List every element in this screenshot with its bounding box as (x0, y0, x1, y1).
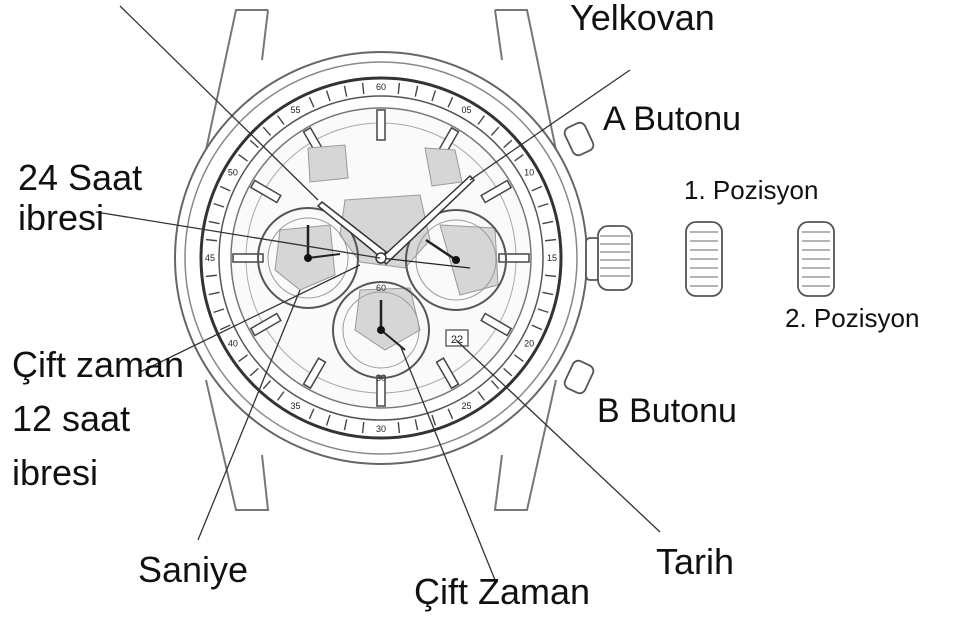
label-dual-time-12h-line-1: Çift zaman (12, 338, 184, 392)
bezel-number: 40 (228, 339, 238, 349)
crown-position-0 (586, 226, 632, 290)
label-second-hand: Saniye (138, 550, 248, 590)
label-24h-hand-line-2: ibresi (18, 198, 142, 238)
label-24h-hand: 24 Saat ibresi (18, 158, 142, 239)
button-b-pusher (563, 359, 596, 395)
label-button-b: B Butonu (597, 392, 737, 430)
label-date: Tarih (656, 542, 734, 582)
button-a-pusher (563, 121, 596, 157)
bezel-number: 30 (376, 424, 386, 434)
bezel-number: 35 (290, 401, 300, 411)
label-position-1: 1. Pozisyon (684, 176, 818, 205)
subdial-top-number: 60 (376, 283, 386, 293)
label-dual-time: Çift Zaman (414, 572, 590, 612)
label-position-2: 2. Pozisyon (785, 304, 919, 333)
label-24h-hand-line-1: 24 Saat (18, 158, 142, 198)
bezel-number: 20 (524, 339, 534, 349)
bezel-number: 55 (290, 105, 300, 115)
label-button-a: A Butonu (603, 100, 741, 138)
bezel-number: 05 (461, 105, 471, 115)
hour-marker (499, 254, 529, 262)
bezel-number: 10 (524, 168, 534, 178)
label-dual-time-12h-line-2: 12 saat (12, 392, 184, 446)
label-minute-hand: Yelkovan (570, 0, 715, 38)
hour-marker (377, 110, 385, 140)
bezel-number: 15 (547, 253, 557, 263)
bezel-number: 60 (376, 82, 386, 92)
crown-position-1 (686, 222, 722, 296)
subdial-bottom-number: 30 (376, 373, 386, 383)
bezel-number: 50 (228, 168, 238, 178)
crown-position-2 (798, 222, 834, 296)
label-dual-time-12h: Çift zaman 12 saat ibresi (12, 338, 184, 500)
label-dual-time-12h-line-3: ibresi (12, 446, 184, 500)
bezel-number: 45 (205, 253, 215, 263)
bezel-number: 25 (461, 401, 471, 411)
